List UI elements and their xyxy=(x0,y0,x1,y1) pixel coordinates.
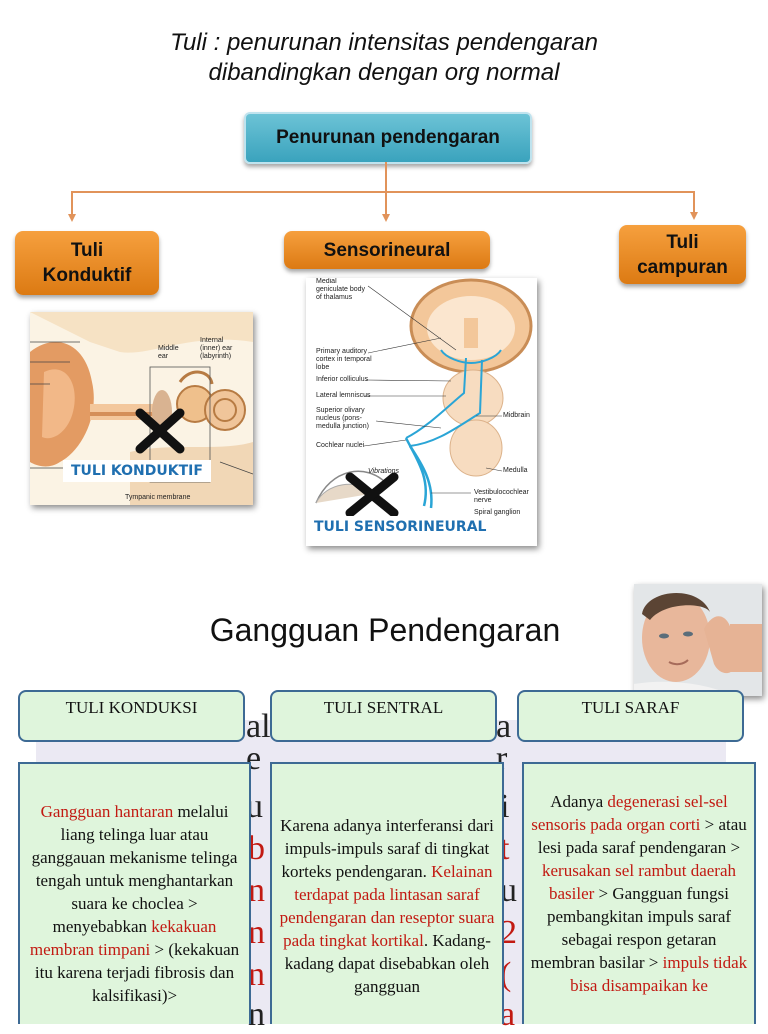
arrow-left xyxy=(68,214,76,222)
brain-label-5: Superior olivary nucleus (pons-medulla j… xyxy=(316,407,369,430)
inner-ear-label: Internal (inner) ear (labyrinth) xyxy=(200,337,233,360)
body-text: > Gangguan fungsi pembangkitan impuls sa… xyxy=(530,884,732,972)
brain-label-6: Cochlear nuclei xyxy=(316,442,365,449)
ghost-glyph: ( xyxy=(500,956,512,993)
branch-left-line1: Tuli xyxy=(70,240,104,261)
highlight-text: kekakuan membran timpani xyxy=(29,917,217,959)
brain-illustration: Medial geniculate body of thalamus Prima… xyxy=(306,278,537,546)
brain-label-9: Vestibulocochlear nerve xyxy=(474,489,529,504)
title-line-1: Tuli : penurunan intensitas pendengaran xyxy=(170,29,598,56)
brain-label-7: Midbrain xyxy=(503,412,530,419)
ghost-glyph: b xyxy=(248,830,265,867)
body-text: Adanya xyxy=(550,792,608,811)
body-text: . Kadang-kadang dapat disebabkan oleh ga… xyxy=(284,931,491,996)
highlight-text: degenerasi sel-sel sensoris pada organ c… xyxy=(531,792,728,834)
tympanic-label: Tympanic membrane xyxy=(125,494,191,501)
branch-tuli-campuran: Tuli campuran xyxy=(619,225,746,284)
brain-label-8: Medulla xyxy=(503,467,528,474)
root-node: Penurunan pendengaran xyxy=(244,112,532,164)
brain-label-2: Primary auditory cortex in temporal lobe xyxy=(316,348,372,371)
category-body-konduksi: Gangguan hantaran melalui liang telinga … xyxy=(18,762,251,1024)
highlight-text: Gangguan hantaran xyxy=(40,802,174,821)
category-heading-sentral: TULI SENTRAL xyxy=(270,690,497,742)
connector-horizontal xyxy=(71,191,695,193)
branch-sensorineural: Sensorineural xyxy=(284,231,490,269)
connector-right xyxy=(693,191,695,213)
blocked-x-icon xyxy=(345,472,399,518)
arrow-middle xyxy=(382,214,390,222)
brain-label-1: Medial geniculate body of thalamus xyxy=(316,278,366,301)
body-text: > (kekakuan itu karena terjadi fibrosis … xyxy=(34,940,240,1005)
section-title: Gangguan Pendengaran xyxy=(209,612,561,648)
category-heading-konduksi: TULI KONDUKSI xyxy=(18,690,245,742)
middle-ear-label: Middle ear xyxy=(158,345,179,360)
category-body-saraf: Adanya degenerasi sel-sel sensoris pada … xyxy=(522,762,756,1024)
ghost-glyph: u xyxy=(500,872,517,909)
category-heading-saraf: TULI SARAF xyxy=(517,690,744,742)
title-line-2: dibandingkan dengan org normal xyxy=(208,59,560,86)
slide-title: Tuli : penurunan intensitas pendengaran … xyxy=(0,28,768,88)
brain-label-11: Vibrations xyxy=(368,468,400,475)
ghost-glyph: n xyxy=(248,872,265,909)
brain-label-10: Spiral ganglion xyxy=(474,509,521,516)
brain-image-label: TULI SENSORINEURAL xyxy=(306,516,495,538)
highlight-text: kerusakan sel rambut daerah basiler xyxy=(542,861,736,903)
branch-left-line2: Konduktif xyxy=(42,265,132,286)
ear-illustration: Middle ear Internal (inner) ear (labyrin… xyxy=(30,312,253,505)
ghost-glyph: i xyxy=(500,788,510,825)
highlight-text: impuls tidak bisa disampaikan ke xyxy=(570,953,748,995)
highlight-text: Kelainan terdapat pada lintasan saraf pe… xyxy=(279,862,495,950)
blocked-x-icon xyxy=(135,408,185,454)
branch-right-line2: campuran xyxy=(637,256,728,278)
body-text: melalui liang telinga luar atau ganggaua… xyxy=(31,802,238,936)
brain-label-3: Inferior colliculus xyxy=(316,376,369,383)
ghost-glyph: n xyxy=(248,956,265,993)
body-text: > atau lesi pada saraf pendengaran > xyxy=(537,815,747,857)
brain-label-4: Lateral lemniscus xyxy=(316,392,371,399)
connector-middle xyxy=(385,191,387,215)
listening-man-photo xyxy=(634,584,762,696)
ghost-glyph: t xyxy=(500,830,510,867)
ghost-glyph: al xyxy=(246,708,271,745)
arrow-right xyxy=(690,212,698,220)
category-body-sentral: Karena adanya interferansi dari impuls-i… xyxy=(270,762,504,1024)
auditory-pathway-drawing xyxy=(306,278,537,546)
ghost-glyph: r xyxy=(496,740,508,777)
body-text: Karena adanya interferansi dari impuls-i… xyxy=(280,816,494,881)
ghost-glyph: n xyxy=(248,914,265,951)
connector-left xyxy=(71,191,73,215)
branch-tuli-konduktif: Tuli Konduktif xyxy=(15,231,159,295)
ear-image-label: TULI KONDUKTIF xyxy=(63,460,211,482)
branch-right-line1: Tuli xyxy=(666,231,699,253)
connector-vertical-root xyxy=(385,162,387,192)
ghost-glyph: 2 xyxy=(500,914,517,951)
ghost-glyph: a xyxy=(496,708,512,745)
